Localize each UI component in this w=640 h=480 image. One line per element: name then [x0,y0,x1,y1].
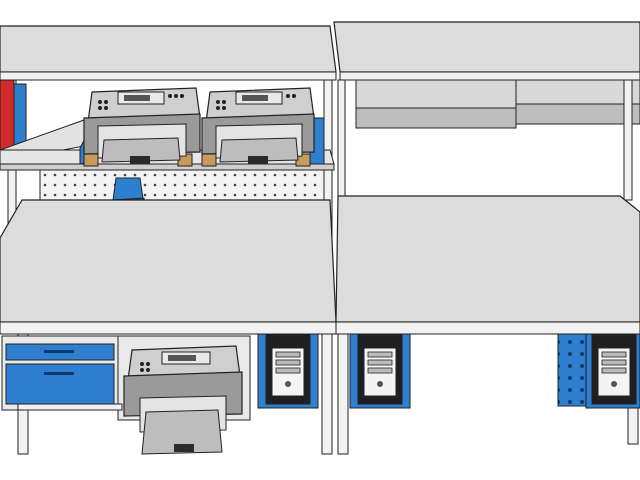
front-crossbar [17,403,123,411]
red-binder [0,79,27,151]
tower-pc-right [585,333,640,409]
hanging-tray [355,79,640,129]
workbench-left-top [0,199,337,335]
upper-canopy-right [333,21,640,81]
workbench-right-top [335,195,640,335]
fax-machine-under [123,345,243,455]
upper-canopy-left [0,25,337,81]
fax-machine-top-left [83,87,201,167]
fax-machine-top-center [201,87,315,167]
tower-pc-left [257,333,319,409]
tower-pc-center [349,333,411,409]
drawer-unit [1,335,119,411]
